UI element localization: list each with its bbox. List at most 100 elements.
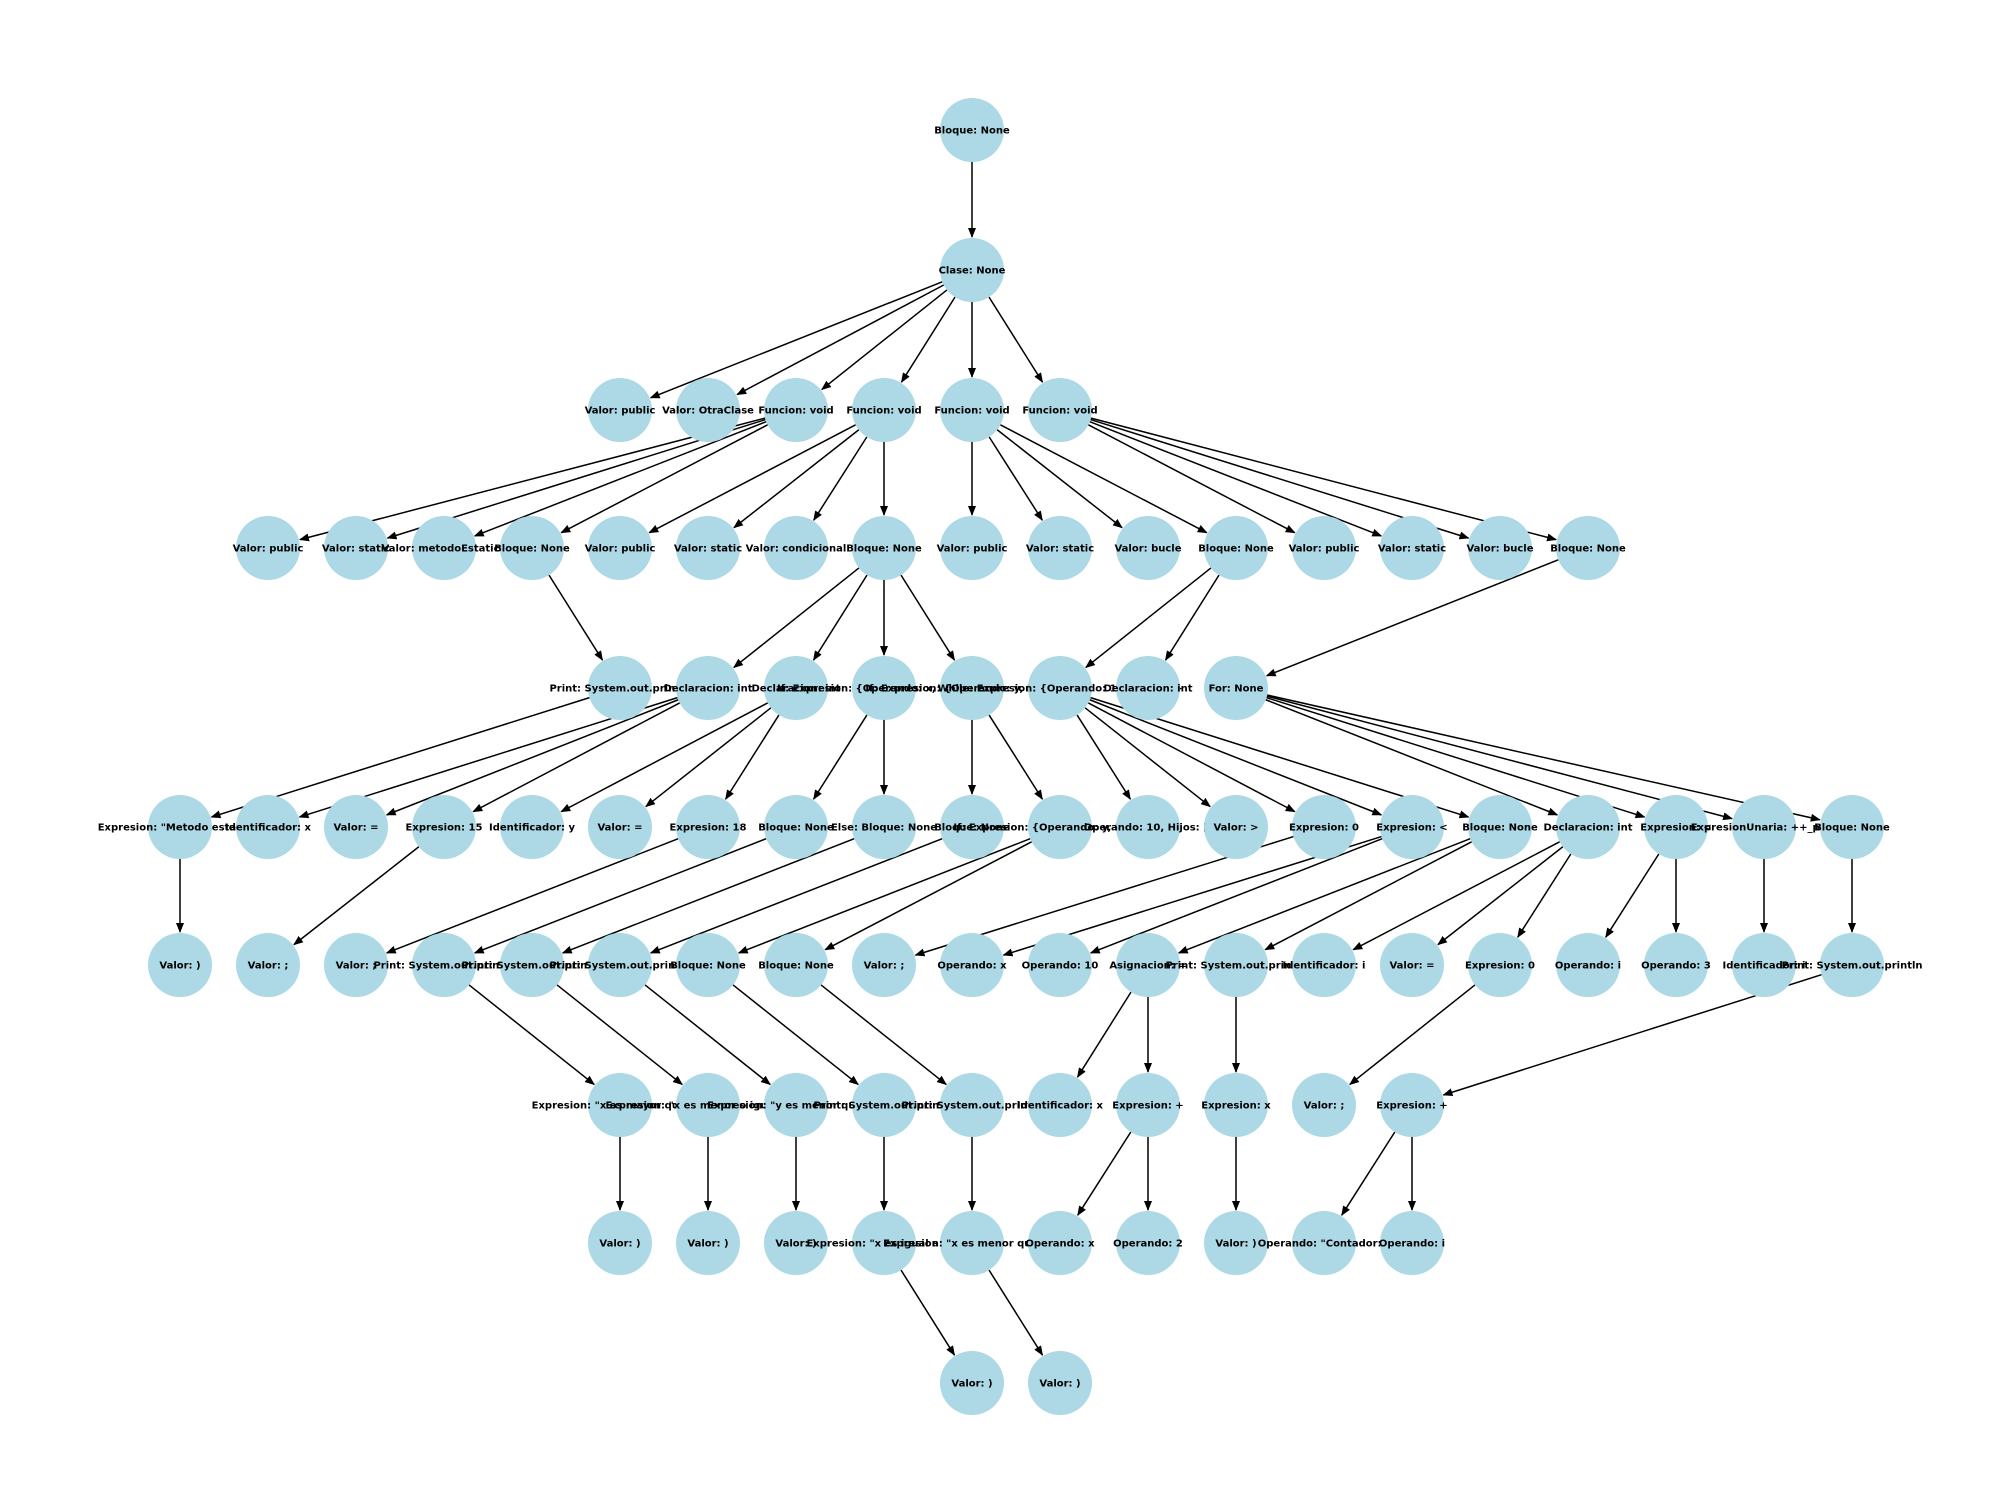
node-label: Expresion: 0 xyxy=(1289,823,1359,834)
node-label: Bloque: None xyxy=(1198,544,1274,555)
node-circle xyxy=(1028,378,1092,442)
node-label: While: Expresion: {Operando: 10, Hijos: … xyxy=(937,684,1182,695)
node-circle xyxy=(940,1351,1004,1415)
tree-node: Expresion: "y es menor que 20" xyxy=(707,1073,885,1137)
node-circle xyxy=(1204,933,1268,997)
edge-f1-f1_bloque xyxy=(560,424,768,534)
tree-node: Bloque: None xyxy=(1198,516,1274,580)
tree-node: Expresion: 15 xyxy=(406,795,483,859)
edge-f2_bloque-l4_decl1 xyxy=(733,567,860,669)
node-label: Bloque: None xyxy=(758,823,834,834)
node-label: Valor: = xyxy=(1389,961,1434,972)
node-circle xyxy=(1468,795,1532,859)
node-label: Valor: public xyxy=(937,544,1008,555)
edge-l5_explt-l6_op10 xyxy=(1089,837,1383,954)
node-circle xyxy=(764,933,828,997)
tree-node: Operando: x xyxy=(1025,1211,1095,1275)
node-label: Identificador: i xyxy=(1723,961,1806,972)
node-label: Identificador: i xyxy=(1283,961,1366,972)
node-circle xyxy=(1204,516,1268,580)
node-circle xyxy=(764,1211,828,1275)
edge-f4-f4_static xyxy=(1089,420,1383,537)
node-circle xyxy=(1380,1073,1444,1137)
node-circle xyxy=(588,1073,652,1137)
edges-layer xyxy=(176,162,1856,1356)
node-label: Valor: ) xyxy=(951,1379,992,1390)
node-label: Print: System.out.println xyxy=(549,961,690,972)
tree-node: If: Expresion: {Operando: y, Hijos: []} xyxy=(953,795,1167,859)
node-label: Expresion: < xyxy=(1640,823,1711,834)
edge-l4_decl1-l5_eq1 xyxy=(385,699,679,816)
node-circle xyxy=(588,933,652,997)
edge-l5_declint-l6_eq xyxy=(1437,846,1564,946)
node-circle xyxy=(940,656,1004,720)
tree-node: Expresion: "Metodo estatico" xyxy=(98,795,262,859)
node-circle xyxy=(500,795,564,859)
node-label: If: Expresion: {Operando: y, Hijos: []} xyxy=(953,823,1166,834)
edge-clase-f1 xyxy=(821,289,948,391)
node-circle xyxy=(1292,516,1356,580)
tree-node: Operando: i xyxy=(1379,1211,1445,1275)
node-label: Operando: i xyxy=(1379,1239,1445,1250)
node-circle xyxy=(1116,516,1180,580)
edge-f3-f3_static xyxy=(988,436,1043,522)
tree-node: Bloque: None xyxy=(670,933,746,997)
node-circle xyxy=(1292,795,1356,859)
node-circle xyxy=(588,656,652,720)
node-label: Valor: bucle xyxy=(1466,544,1533,555)
tree-node: Valor: OtraClase xyxy=(662,378,754,442)
tree-node: Valor: = xyxy=(324,795,388,859)
node-label: Expresion: "x es menor o igual a 10" xyxy=(605,1101,810,1112)
node-circle xyxy=(764,378,828,442)
node-circle xyxy=(324,516,388,580)
tree-node: Valor: public xyxy=(585,378,656,442)
node-label: Valor: public xyxy=(585,544,656,555)
tree-node: Clase: None xyxy=(939,238,1006,302)
node-label: Funcion: void xyxy=(934,406,1009,417)
node-circle xyxy=(852,933,916,997)
node-circle xyxy=(1204,656,1268,720)
node-label: Expresion: "x es igual a 10" xyxy=(806,1239,961,1250)
node-circle xyxy=(1380,1211,1444,1275)
node-label: Bloque: None xyxy=(494,544,570,555)
node-circle xyxy=(1116,795,1180,859)
node-circle xyxy=(1028,516,1092,580)
edge-f3_bloque-l4_while xyxy=(1085,567,1212,669)
tree-node: If: Expresion: {Operando: x, Hijos: []} xyxy=(777,656,991,720)
node-circle xyxy=(588,378,652,442)
node-label: Operando: 3 xyxy=(1641,961,1711,972)
edge-l4_decl2-l5_exp18 xyxy=(725,714,780,800)
tree-node: Valor: ; xyxy=(852,933,916,997)
tree-node: Valor: ; xyxy=(1292,1073,1356,1137)
edge-l4_for-l5_expun xyxy=(1266,695,1734,821)
node-label: Valor: OtraClase xyxy=(662,406,754,417)
node-label: Valor: bucle xyxy=(1114,544,1181,555)
tree-node: While: Expresion: {Operando: 10, Hijos: … xyxy=(937,656,1183,720)
node-circle xyxy=(676,656,740,720)
tree-node: Valor: public xyxy=(937,516,1008,580)
node-circle xyxy=(1292,933,1356,997)
edge-l5_declint-l6_idi xyxy=(1352,841,1560,951)
edge-l8_exp4-l9_paren1 xyxy=(900,1269,956,1356)
tree-node: Valor: ) xyxy=(1204,1211,1268,1275)
tree-node: Funcion: void xyxy=(934,378,1010,442)
tree-node: Bloque: None xyxy=(758,933,834,997)
edge-f4-f4_bloque xyxy=(1090,417,1558,542)
edge-l4_for-l5_declint xyxy=(1265,699,1559,816)
node-label: Operando: i xyxy=(1555,961,1621,972)
tree-node: Asignacion: = xyxy=(1109,933,1187,997)
tree-node: Bloque: None xyxy=(934,98,1010,162)
edge-l4_decl2-l5_idy xyxy=(560,702,769,813)
node-label: Else: Bloque: None xyxy=(831,823,937,834)
tree-node: Valor: public xyxy=(585,516,656,580)
edge-f1-f1_name xyxy=(473,420,767,537)
tree-node: Expresion: "x es menor o igual a 10" xyxy=(605,1073,811,1137)
node-label: Identificador: x xyxy=(1017,1101,1104,1112)
tree-node: Valor: bucle xyxy=(1114,516,1182,580)
tree-node: Funcion: void xyxy=(846,378,922,442)
node-circle xyxy=(852,795,916,859)
node-circle xyxy=(1028,1073,1092,1137)
node-label: Valor: public xyxy=(1289,544,1360,555)
tree-node: Declaracion: int xyxy=(1103,656,1193,720)
node-label: Expresion: < xyxy=(1376,823,1447,834)
